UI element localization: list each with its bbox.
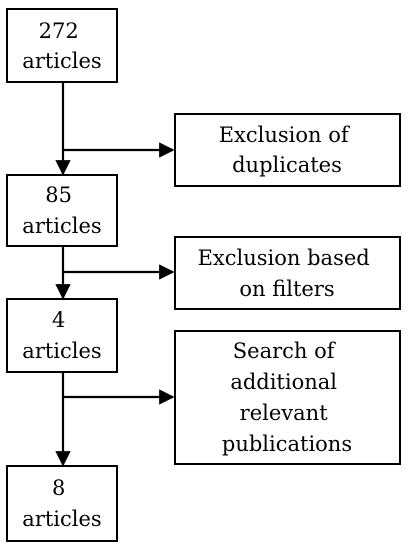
step-exclusion-of-duplicates: Exclusion of duplicates: [174, 113, 401, 187]
node-85-articles: 85 articles: [6, 174, 118, 247]
step-line: on filters: [239, 277, 334, 301]
step-line: Exclusion of: [219, 123, 351, 147]
node-line: articles: [22, 214, 101, 238]
svg-text:272 articles: 272 articles: [22, 19, 101, 73]
step-exclusion-based-on-filters: Exclusion based on filters: [174, 236, 401, 310]
node-box: [6, 8, 118, 83]
node-box: [6, 174, 118, 247]
node-line: articles: [22, 49, 101, 73]
svg-text:Search of additional: Search of additional relevant publicatio…: [222, 339, 352, 456]
step-box: [174, 236, 401, 310]
step-line: publications: [222, 432, 352, 456]
step-line: relevant: [240, 401, 329, 425]
svg-text:8 articles: 8 articles: [22, 476, 101, 531]
step-line: Exclusion based: [198, 246, 370, 270]
node-line: 85: [45, 183, 72, 207]
node-line: 4: [52, 308, 65, 332]
node-4-articles: 4 articles: [6, 298, 118, 373]
node-line: articles: [22, 339, 101, 363]
node-8-articles: 8 articles: [6, 465, 118, 542]
step-box: [174, 113, 401, 187]
step-box: [174, 330, 401, 465]
step-line: Search of: [233, 339, 337, 363]
svg-text:Exclusion of duplicates: Exclusion of duplicates: [219, 123, 356, 177]
svg-text:4 articles: 4 articles: [22, 308, 101, 363]
node-box: [6, 298, 118, 373]
step-line: additional: [230, 370, 337, 394]
svg-text:85 articles: 85 articles: [22, 183, 101, 238]
node-box: [6, 465, 118, 542]
node-272-articles: 272 articles: [6, 8, 118, 83]
node-line: 8: [52, 476, 65, 500]
node-line: articles: [22, 507, 101, 531]
svg-text:Exclusion based on filte: Exclusion based on filters: [198, 246, 377, 301]
step-line: duplicates: [232, 153, 342, 177]
node-line: 272: [39, 19, 79, 43]
step-search-additional-publications: Search of additional relevant publicatio…: [174, 330, 401, 465]
